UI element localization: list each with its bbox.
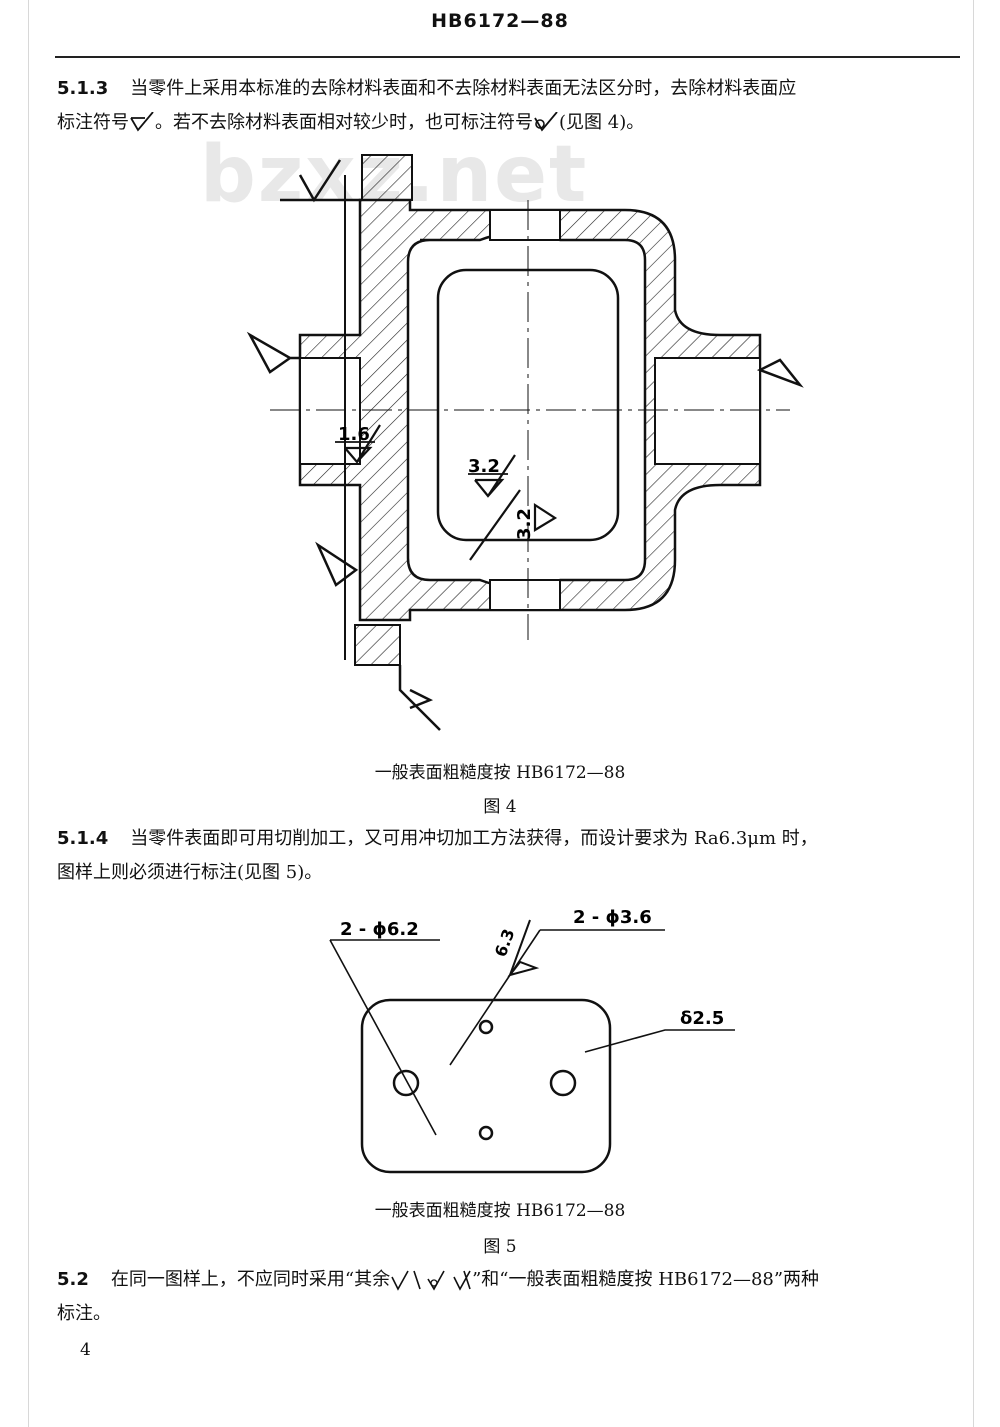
figure-4-caption: 一般表面粗糙度按 HB6172—88 (374, 763, 626, 783)
hole-label-large: 2 - ϕ6.2 (340, 919, 419, 940)
hole-large-left (392, 1069, 420, 1097)
paragraph-line: 标注。 (57, 1303, 111, 1324)
roughness-symbol-right-icon (756, 358, 804, 388)
roughness-value-3-2-vertical: 3.2 (514, 508, 535, 540)
bottom-lug (354, 624, 401, 666)
other-roughness-symbols-icon (391, 1270, 471, 1291)
paragraph-line: 在同一图样上，不应同时采用“其余 (110, 1269, 391, 1290)
figure-5-label: 图 5 (483, 1237, 517, 1257)
paragraph-5-1-3: 5.1.3 当零件上采用本标准的去除材料表面和不去除材料表面无法区分时，去除材料表… (57, 72, 967, 140)
roughness-value-1-6: 1.6 (338, 424, 370, 445)
paragraph-line: (见图 4)。 (559, 112, 645, 133)
paragraph-line: 当零件表面即可用切削加工，又可用冲切加工方法获得，而设计要求为 Ra6.3μm … (130, 828, 818, 849)
removal-roughness-symbol-icon (130, 112, 154, 132)
thickness-label: δ2.5 (680, 1008, 724, 1029)
right-boss (654, 357, 761, 465)
left-boss (299, 357, 361, 465)
figure-4-drawing: 1.6 3.2 3.2 (246, 154, 804, 731)
no-removal-roughness-symbol-icon (534, 112, 558, 132)
figure-4-label: 图 4 (483, 797, 517, 817)
paragraph-line: 当零件上采用本标准的去除材料表面和不去除材料表面无法区分时，去除材料表面应 (130, 78, 797, 99)
paragraph-line: 标注符号 (57, 112, 129, 133)
page-frame (28, 0, 974, 1427)
roughness-value-3-2-horizontal: 3.2 (468, 456, 500, 477)
hole-small-top (478, 1019, 494, 1035)
roughness-symbol-lowerleft-icon (315, 541, 359, 587)
header-rule (55, 56, 960, 58)
plate-outline (360, 998, 612, 1174)
section-number: 5.1.4 (57, 828, 109, 849)
section-number: 5.2 (57, 1269, 89, 1290)
document-header: HB6172—88 (431, 10, 569, 32)
top-lug (361, 154, 413, 201)
roughness-symbol-bottom-icon (398, 665, 441, 731)
hole-small-bottom (478, 1125, 494, 1141)
figure-5-caption: 一般表面粗糙度按 HB6172—88 (374, 1201, 626, 1221)
section-number: 5.1.3 (57, 78, 109, 99)
paragraph-line: ”和“一般表面粗糙度按 HB6172—88”两种 (472, 1269, 820, 1290)
paragraph-5-1-4: 5.1.4 当零件表面即可用切削加工，又可用冲切加工方法获得，而设计要求为 Ra6… (57, 822, 967, 890)
roughness-symbol-left-icon (246, 331, 300, 374)
figure-5-drawing: 2 - ϕ6.2 2 - ϕ3.6 6.3 δ2.5 (329, 907, 735, 1174)
roughness-value-6-3: 6.3 (491, 926, 519, 959)
paragraph-line: 图样上则必须进行标注(见图 5)。 (57, 862, 323, 883)
paragraph-line: 。若不去除材料表面相对较少时，也可标注符号 (155, 112, 533, 133)
page-number: 4 (80, 1340, 91, 1360)
hole-large-right (549, 1069, 577, 1097)
roughness-symbol-top-icon (280, 159, 362, 203)
paragraph-5-2: 5.2 在同一图样上，不应同时采用“其余 ”和“一般表面粗糙度按 HB6172—88… (57, 1263, 967, 1331)
hole-label-small: 2 - ϕ3.6 (573, 907, 652, 928)
